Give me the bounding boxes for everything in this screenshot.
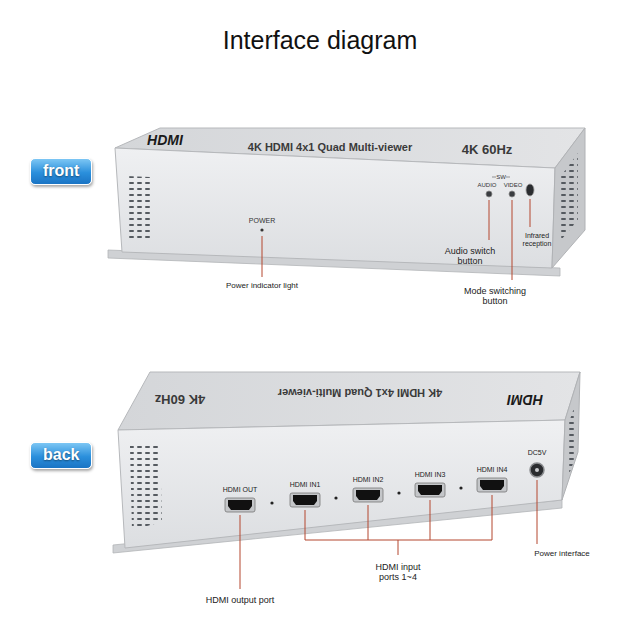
vent-slots — [567, 405, 575, 480]
side-face — [552, 128, 585, 268]
hdmi-port — [293, 495, 317, 505]
panel-label: AUDIO — [477, 182, 496, 189]
leader-line — [530, 199, 531, 227]
separator-dot — [459, 486, 462, 489]
power-led — [260, 228, 263, 231]
vent-slots — [130, 444, 162, 530]
side-face — [562, 372, 580, 500]
hdmi-port — [225, 498, 255, 512]
callout-text: HDMI input ports 1~4 — [367, 562, 429, 583]
port-label: DC5V — [528, 449, 547, 457]
leader-lines — [240, 480, 537, 589]
port-label: HDMI IN2 — [353, 476, 384, 484]
callout-text: Power indicator light — [226, 281, 298, 290]
brand-logo: HDMI — [507, 392, 543, 408]
panel-label: POWER — [249, 217, 275, 225]
separator-dot — [334, 496, 337, 499]
tag-text: back — [43, 446, 79, 464]
separator-dot — [270, 501, 273, 504]
panel-label: SW — [496, 174, 506, 181]
ir-window — [526, 184, 534, 196]
callout-text: Infrared reception — [518, 232, 556, 248]
spec-text: 4K 60Hz — [155, 392, 206, 407]
hdmi-port — [477, 478, 507, 492]
hdmi-port — [480, 480, 504, 490]
spec-text: 4K 60Hz — [462, 143, 513, 158]
callout-text: Power interface — [534, 549, 590, 558]
hdmi-port — [290, 493, 320, 507]
dc-jack — [530, 463, 544, 477]
leader-line — [537, 480, 538, 544]
callout-text: HDMI output port — [206, 595, 275, 605]
leader-bracket — [305, 495, 492, 555]
separator-dots — [270, 486, 462, 504]
leader-line — [262, 236, 263, 277]
hdmi-port — [228, 500, 252, 510]
view-tag: back — [30, 442, 92, 469]
port-label: HDMI IN1 — [290, 481, 321, 489]
leader-line — [240, 515, 241, 589]
hdmi-port — [418, 485, 442, 495]
back-face — [118, 420, 565, 548]
front-face — [115, 148, 555, 268]
model-name: 4K HDMI 4x1 Quad Multi-viewer — [278, 387, 442, 400]
vent-slots — [126, 176, 150, 240]
leader-lines — [262, 199, 530, 280]
leader-line — [512, 200, 513, 280]
hdmi-port — [353, 488, 383, 502]
port-label: HDMI OUT — [223, 486, 258, 494]
port-label: HDMI IN3 — [415, 471, 446, 479]
hdmi-port — [356, 490, 380, 500]
vent-slots — [561, 153, 578, 240]
leader-line — [489, 200, 490, 240]
separator-dot — [397, 491, 400, 494]
callout-text: Mode switching button — [458, 286, 532, 307]
model-name: 4K HDMI 4x1 Quad Multi-viewer — [248, 141, 412, 154]
tag-text: front — [43, 162, 79, 180]
hdmi-port — [415, 483, 445, 497]
port-label: HDMI IN4 — [477, 466, 508, 474]
brand-logo: HDMI — [147, 132, 183, 148]
page-title: Interface diagram — [223, 26, 418, 55]
hdmi-ports — [225, 478, 507, 512]
view-tag: front — [30, 158, 92, 185]
dc-jack-pin — [535, 468, 539, 472]
mode-button — [509, 191, 515, 197]
panel-label: VIDEO — [504, 182, 523, 189]
audio-button — [486, 191, 492, 197]
callout-text: Audio switch button — [439, 246, 501, 267]
